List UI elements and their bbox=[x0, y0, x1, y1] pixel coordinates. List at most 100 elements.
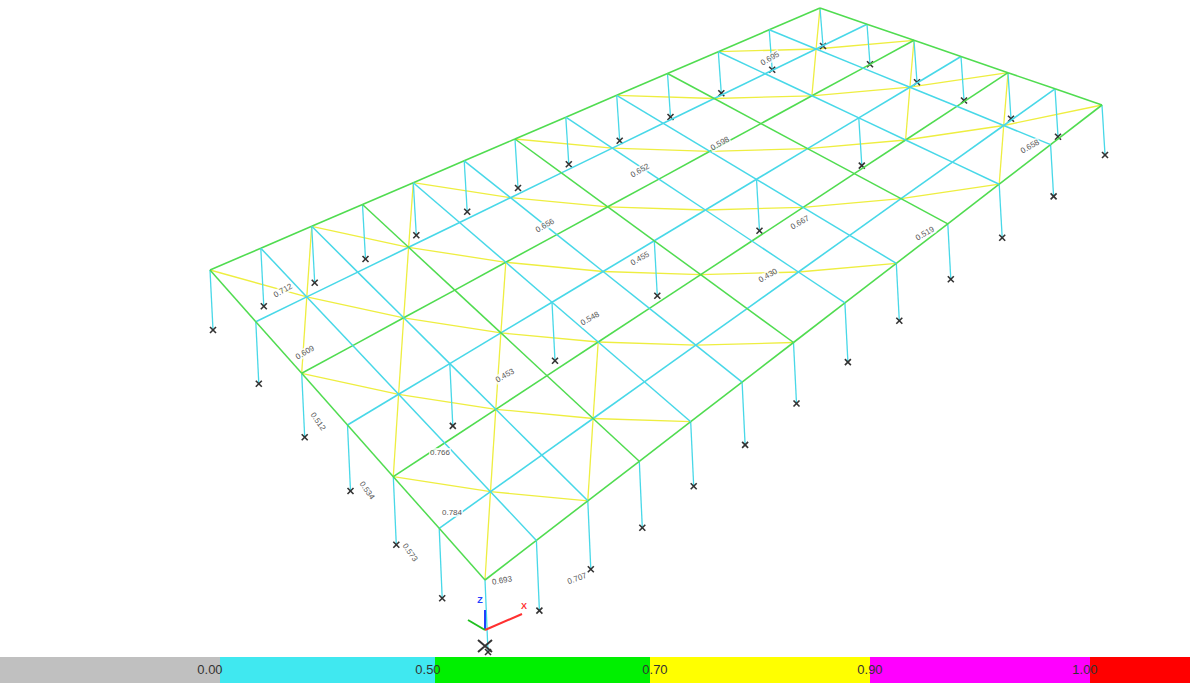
diagonal-member bbox=[598, 342, 696, 345]
support-symbol bbox=[450, 423, 456, 429]
chord-member bbox=[256, 297, 307, 322]
chord-member bbox=[718, 30, 769, 52]
chord-member bbox=[608, 179, 659, 207]
support-symbol bbox=[515, 185, 521, 191]
chord-member bbox=[957, 73, 1008, 107]
chord-member bbox=[906, 106, 957, 140]
transverse-member bbox=[363, 205, 409, 248]
diagonal-member bbox=[485, 492, 491, 580]
column-member bbox=[450, 364, 453, 426]
column-member bbox=[742, 382, 745, 445]
transverse-member bbox=[617, 95, 664, 123]
chord-member bbox=[901, 162, 952, 199]
transverse-member bbox=[399, 394, 445, 443]
transverse-member bbox=[598, 342, 644, 382]
ratio-value: 0.573 bbox=[400, 540, 420, 563]
chord-member bbox=[659, 151, 710, 179]
column-member bbox=[302, 373, 305, 437]
diagonal-member bbox=[506, 262, 603, 271]
transverse-member bbox=[491, 492, 537, 541]
diagonal-member bbox=[906, 126, 1004, 141]
chord-member bbox=[409, 223, 460, 248]
diagonal-member bbox=[705, 207, 803, 210]
legend-swatch bbox=[220, 657, 435, 683]
chord-member bbox=[439, 492, 490, 529]
legend-swatch bbox=[650, 657, 870, 683]
legend-label: 0.70 bbox=[642, 662, 667, 678]
diagonal-member bbox=[307, 226, 312, 297]
diagonal-member bbox=[710, 149, 808, 152]
column-member bbox=[588, 501, 591, 569]
diagonal-member bbox=[906, 87, 910, 140]
support-symbol bbox=[348, 488, 354, 494]
support-symbol bbox=[845, 359, 851, 365]
ratio-value: 0.693 bbox=[490, 574, 513, 587]
chord-member bbox=[445, 409, 496, 443]
column-member bbox=[757, 179, 760, 230]
transverse-member bbox=[496, 409, 542, 455]
transverse-member bbox=[854, 174, 901, 199]
column-member bbox=[485, 580, 488, 652]
diagonal-member bbox=[404, 247, 409, 317]
transverse-member bbox=[718, 52, 765, 74]
legend-label: 0.90 bbox=[857, 662, 882, 678]
support-symbol bbox=[312, 280, 318, 286]
chord-member bbox=[691, 382, 742, 422]
ratio-value: 0.652 bbox=[628, 161, 652, 180]
support-symbol bbox=[536, 608, 542, 614]
column-member bbox=[1102, 105, 1105, 155]
diagonal-member bbox=[612, 148, 710, 151]
support-symbol bbox=[302, 434, 308, 440]
transverse-member bbox=[515, 139, 561, 173]
transverse-member bbox=[593, 419, 639, 462]
support-symbol bbox=[261, 303, 267, 309]
diagonal-member bbox=[588, 419, 593, 501]
diagonal-member bbox=[812, 49, 816, 96]
support-symbol bbox=[566, 161, 572, 167]
chord-member bbox=[644, 345, 695, 382]
support-symbol bbox=[999, 235, 1005, 241]
column-member bbox=[1051, 145, 1054, 197]
support-symbol bbox=[210, 327, 216, 333]
support-symbol bbox=[1102, 152, 1108, 158]
transverse-member bbox=[1055, 89, 1102, 105]
transverse-member bbox=[761, 124, 808, 149]
diagonal-member bbox=[496, 409, 593, 418]
column-member bbox=[896, 263, 899, 320]
transverse-member bbox=[668, 74, 715, 99]
support-symbol bbox=[464, 209, 470, 215]
transverse-member bbox=[812, 96, 859, 118]
chord-member bbox=[798, 235, 849, 272]
column-member bbox=[820, 8, 823, 46]
chord-member bbox=[588, 461, 640, 501]
diagonal-member bbox=[608, 207, 706, 210]
transverse-member bbox=[547, 376, 593, 419]
transverse-member bbox=[608, 207, 655, 241]
transverse-member bbox=[1008, 73, 1055, 89]
chord-member bbox=[536, 501, 587, 541]
transverse-member bbox=[957, 106, 1004, 125]
chord-member bbox=[547, 342, 598, 376]
transverse-member bbox=[439, 528, 485, 580]
column-member bbox=[617, 95, 620, 140]
transverse-member bbox=[863, 68, 910, 87]
support-symbol bbox=[1102, 152, 1108, 158]
column-member bbox=[654, 241, 657, 296]
ratio-value: 0.712 bbox=[271, 281, 295, 300]
support-symbol bbox=[552, 358, 558, 364]
support-symbol bbox=[478, 640, 492, 652]
diagonal-member bbox=[210, 270, 307, 297]
transverse-member bbox=[542, 455, 588, 501]
diagonal-member bbox=[798, 263, 896, 272]
transverse-member bbox=[566, 117, 613, 148]
diagonal-member bbox=[803, 199, 901, 208]
chord-member bbox=[816, 24, 867, 49]
legend-swatch bbox=[435, 657, 650, 683]
support-symbol bbox=[742, 442, 748, 448]
support-symbol bbox=[536, 608, 542, 614]
column-member bbox=[363, 205, 366, 260]
chord-member bbox=[845, 263, 896, 303]
support-symbol bbox=[393, 542, 399, 548]
support-symbol bbox=[691, 483, 697, 489]
column-member bbox=[312, 226, 315, 282]
